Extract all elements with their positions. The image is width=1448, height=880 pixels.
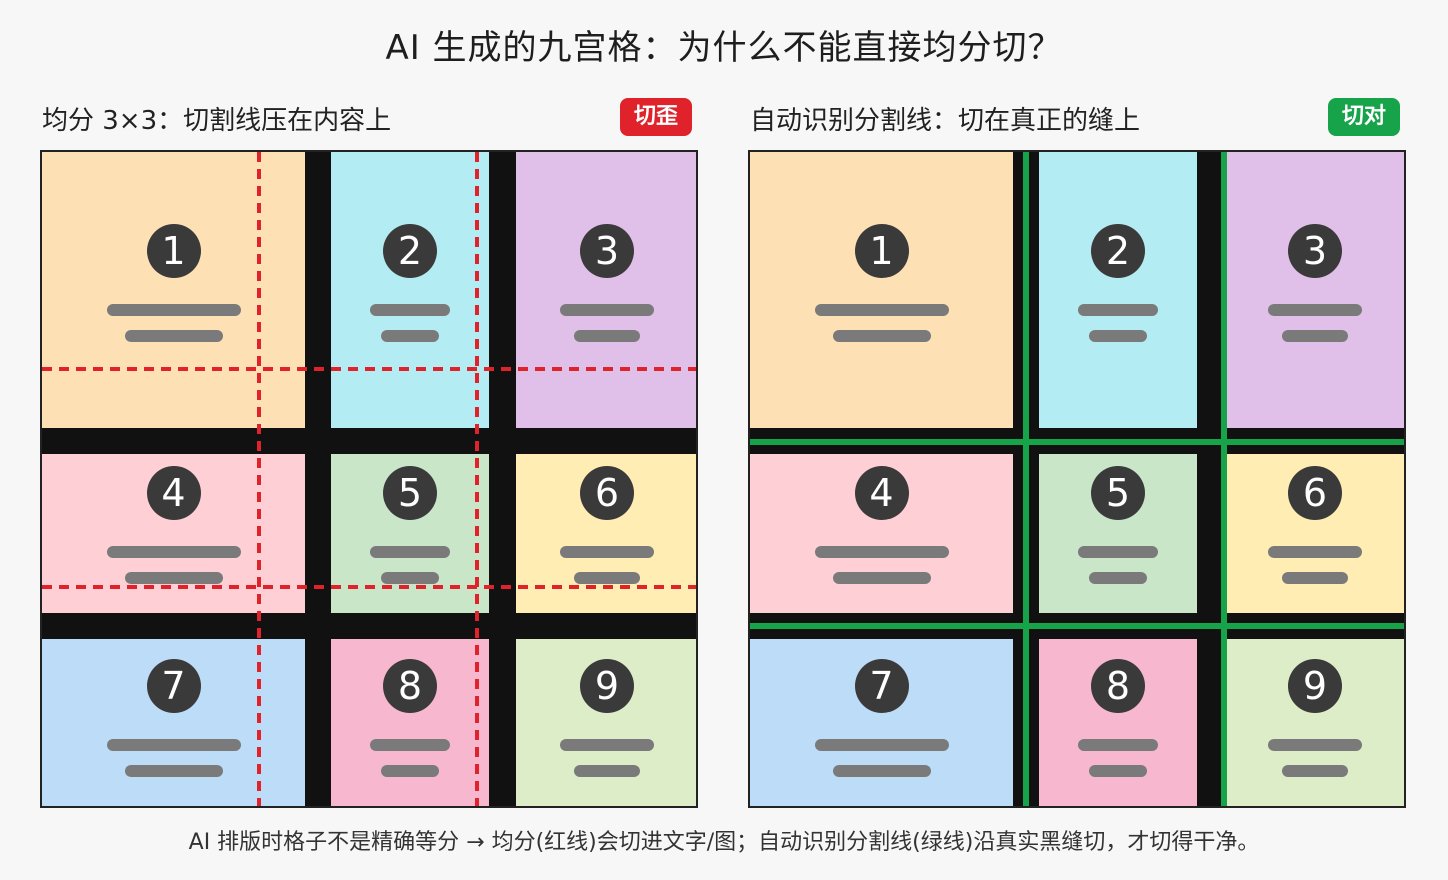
left-panel-label: 均分 3×3：切割线压在内容上 xyxy=(42,106,392,136)
right-cell-text-line xyxy=(1282,765,1348,777)
left-cell-number-1: 1 xyxy=(146,224,201,278)
left-cell-text-line xyxy=(560,546,654,558)
right-panel-label: 自动识别分割线：切在真正的缝上 xyxy=(750,106,1141,136)
right-cell-number-8: 8 xyxy=(1091,659,1145,713)
caption: AI 排版时格子不是精确等分 → 均分(红线)会切进文字/图；自动识别分割线(绿… xyxy=(188,830,1260,855)
left-cell-5: 5 xyxy=(331,454,489,613)
left-cell-text-line xyxy=(574,330,640,342)
right-cell-text-line xyxy=(1089,572,1147,584)
left-cell-number-3: 3 xyxy=(580,224,634,278)
right-cell-text-line xyxy=(814,304,949,316)
left-cell-text-line xyxy=(106,739,241,751)
page-title: AI 生成的九宫格：为什么不能直接均分切？ xyxy=(385,28,1063,68)
right-cell-number-6: 6 xyxy=(1288,466,1342,520)
right-cell-7: 7 xyxy=(750,639,1013,806)
left-cell-number-2: 2 xyxy=(383,224,437,278)
left-cell-1: 1 xyxy=(42,152,305,428)
right-cell-number-9: 9 xyxy=(1288,659,1342,713)
right-cell-text-line xyxy=(832,765,931,777)
left-cell-text-line xyxy=(381,765,439,777)
right-cell-4: 4 xyxy=(750,454,1013,613)
left-cell-text-line xyxy=(370,739,450,751)
right-cell-text-line xyxy=(1268,304,1362,316)
right-cell-text-line xyxy=(1282,572,1348,584)
equal-split-cut-lines xyxy=(42,152,696,806)
left-cell-number-6: 6 xyxy=(580,466,634,520)
right-cell-9: 9 xyxy=(1224,639,1404,806)
right-cell-number-1: 1 xyxy=(854,224,909,278)
left-cell-7: 7 xyxy=(42,639,305,806)
right-cell-1: 1 xyxy=(750,152,1013,428)
left-cell-text-line xyxy=(560,739,654,751)
left-cell-text-line xyxy=(381,330,439,342)
right-cell-5: 5 xyxy=(1039,454,1197,613)
detected-cut-lines xyxy=(750,152,1404,806)
right-cell-text-line xyxy=(1089,765,1147,777)
left-cell-text-line xyxy=(574,765,640,777)
right-cell-8: 8 xyxy=(1039,639,1197,806)
right-panel-badge: 切对 xyxy=(1328,98,1401,136)
right-cell-text-line xyxy=(832,572,931,584)
right-cell-text-line xyxy=(1078,546,1158,558)
left-cell-number-5: 5 xyxy=(383,466,437,520)
right-cell-number-3: 3 xyxy=(1288,224,1342,278)
left-grid-panel: 1 2 3 4 5 6 7 8 9 xyxy=(40,150,698,808)
right-cell-text-line xyxy=(1268,546,1362,558)
right-cell-2: 2 xyxy=(1039,152,1197,428)
left-cell-2: 2 xyxy=(331,152,489,428)
left-cell-8: 8 xyxy=(331,639,489,806)
left-cell-text-line xyxy=(370,304,450,316)
left-cell-text-line xyxy=(381,572,439,584)
right-cell-number-4: 4 xyxy=(854,466,909,520)
right-cell-text-line xyxy=(1282,330,1348,342)
left-cell-text-line xyxy=(106,304,241,316)
right-cell-3: 3 xyxy=(1224,152,1404,428)
right-cell-number-2: 2 xyxy=(1091,224,1145,278)
left-cell-3: 3 xyxy=(516,152,696,428)
left-cell-number-8: 8 xyxy=(383,659,437,713)
left-cell-text-line xyxy=(560,304,654,316)
right-cell-number-5: 5 xyxy=(1091,466,1145,520)
right-cell-text-line xyxy=(1268,739,1362,751)
left-cell-text-line xyxy=(124,765,223,777)
left-cell-number-9: 9 xyxy=(580,659,634,713)
right-cell-text-line xyxy=(1078,739,1158,751)
left-cell-text-line xyxy=(124,572,223,584)
left-cell-text-line xyxy=(106,546,241,558)
right-cell-text-line xyxy=(814,739,949,751)
left-cell-9: 9 xyxy=(516,639,696,806)
left-cell-text-line xyxy=(370,546,450,558)
left-cell-number-4: 4 xyxy=(146,466,201,520)
right-cell-text-line xyxy=(814,546,949,558)
right-cell-6: 6 xyxy=(1224,454,1404,613)
right-grid-panel: 1 2 3 4 5 6 7 8 9 xyxy=(748,150,1406,808)
right-cell-number-7: 7 xyxy=(854,659,909,713)
left-cell-text-line xyxy=(124,330,223,342)
right-cell-text-line xyxy=(832,330,931,342)
left-cell-text-line xyxy=(574,572,640,584)
left-panel-badge: 切歪 xyxy=(620,98,693,136)
right-cell-text-line xyxy=(1078,304,1158,316)
right-cell-text-line xyxy=(1089,330,1147,342)
left-cell-number-7: 7 xyxy=(146,659,201,713)
